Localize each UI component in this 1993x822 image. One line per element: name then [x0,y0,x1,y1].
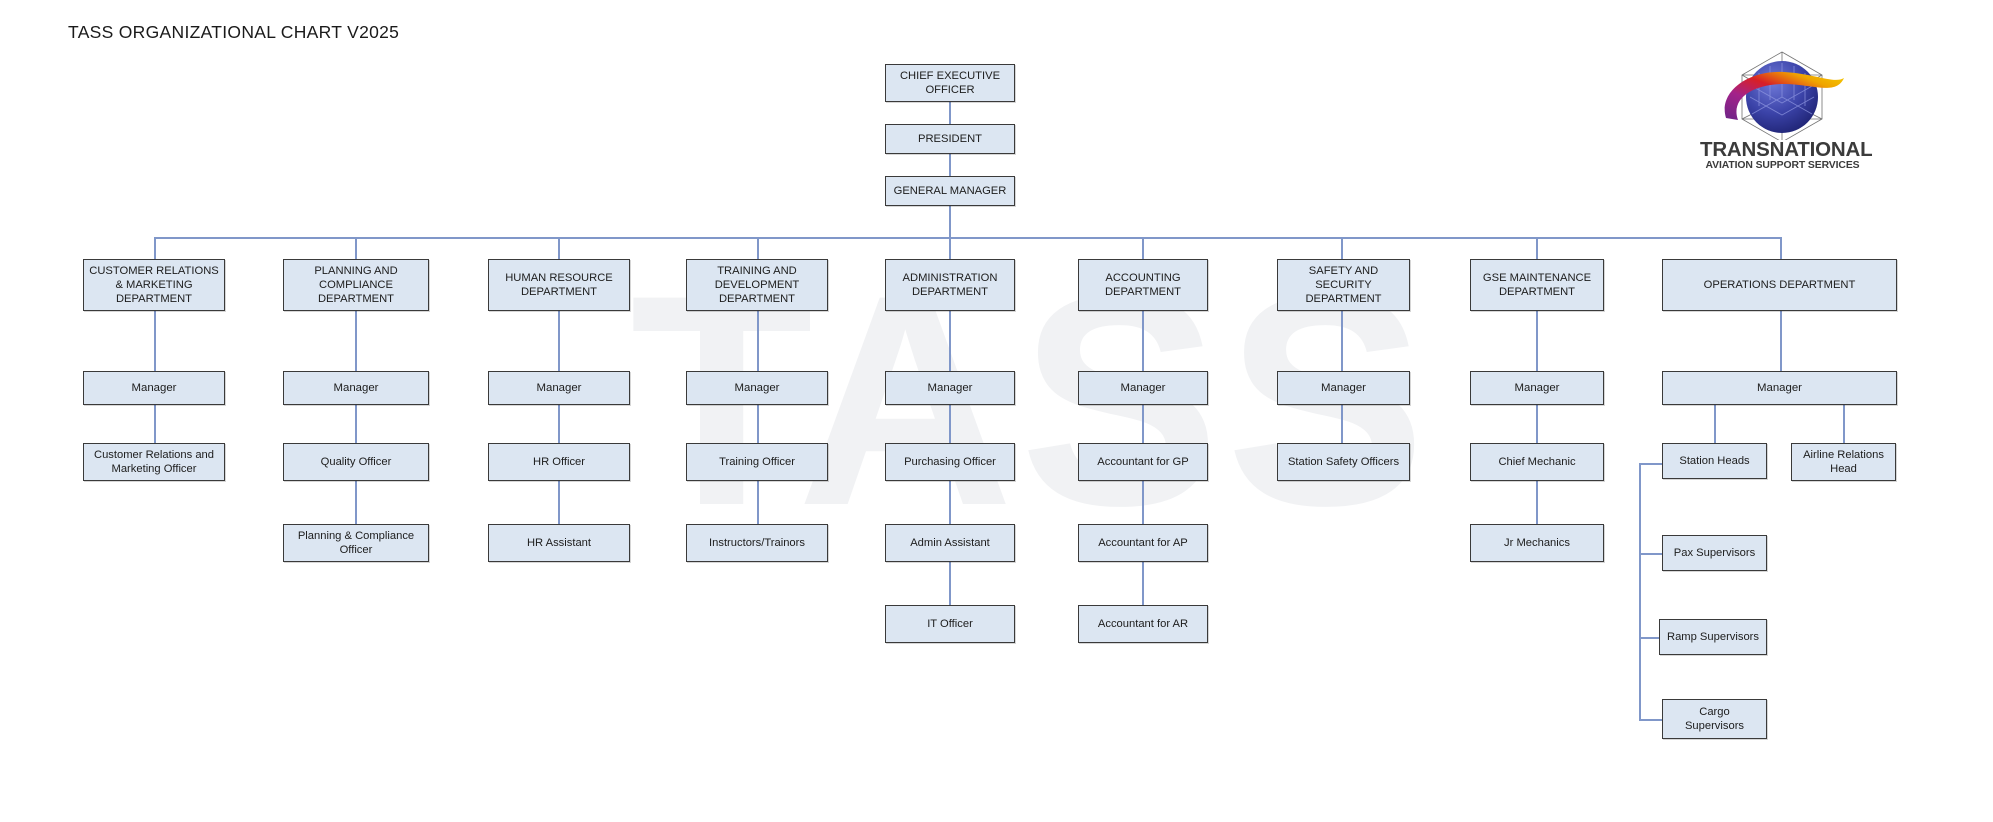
connector-d8-manager [1536,311,1538,371]
connector-d6-staff3 [1142,562,1144,605]
dept-operations[interactable]: OPERATIONS DEPARTMENT [1662,259,1897,311]
dept-customer-relations-marketing[interactable]: CUSTOMER RELATIONS & MARKETING DEPARTMEN… [83,259,225,311]
staff-purchasing-officer[interactable]: Purchasing Officer [885,443,1015,481]
connector-gm-bus [949,206,951,237]
manager-training-development[interactable]: Manager [686,371,828,405]
logo-company-name: TRANSNATIONAL [1700,138,1873,161]
connector-department-bus [154,237,1782,239]
logo-tagline: AVIATION SUPPORT SERVICES [1705,160,1860,171]
manager-gse-maintenance[interactable]: Manager [1470,371,1604,405]
connector-d2-staff2 [355,481,357,524]
connector-bus-drop-2 [355,237,357,259]
connector-d8-staff2 [1536,481,1538,524]
dept-accounting[interactable]: ACCOUNTING DEPARTMENT [1078,259,1208,311]
staff-jr-mechanics[interactable]: Jr Mechanics [1470,524,1604,562]
connector-bus-drop-9 [1780,237,1782,259]
page-title: TASS ORGANIZATIONAL CHART V2025 [68,22,400,42]
manager-accounting[interactable]: Manager [1078,371,1208,405]
logo-mark-icon [1724,51,1844,140]
staff-admin-assistant[interactable]: Admin Assistant [885,524,1015,562]
connector-bus-drop-3 [558,237,560,259]
connector-bus-drop-5 [949,237,951,259]
dept-planning-compliance[interactable]: PLANNING AND COMPLIANCE DEPARTMENT [283,259,429,311]
node-chief-executive-officer[interactable]: CHIEF EXECUTIVE OFFICER [885,64,1015,102]
dept-administration[interactable]: ADMINISTRATION DEPARTMENT [885,259,1015,311]
manager-human-resource[interactable]: Manager [488,371,630,405]
connector-bus-drop-6 [1142,237,1144,259]
connector-ceo-president [949,102,951,124]
connector-d3-staff1 [558,405,560,443]
connector-bus-drop-8 [1536,237,1538,259]
staff-ramp-supervisors[interactable]: Ramp Supervisors [1659,619,1767,655]
staff-planning-compliance-officer[interactable]: Planning & Compliance Officer [283,524,429,562]
staff-instructors-trainors[interactable]: Instructors/Trainors [686,524,828,562]
connector-d1-manager [154,311,156,371]
company-logo: TRANSNATIONAL AVIATION SUPPORT SERVICES [1700,48,1873,173]
connector-operations-elbow-pax [1639,553,1663,555]
connector-d4-staff2 [757,481,759,524]
connector-d1-staff1 [154,405,156,443]
connector-bus-drop-4 [757,237,759,259]
staff-chief-mechanic[interactable]: Chief Mechanic [1470,443,1604,481]
connector-d2-manager [355,311,357,371]
connector-d3-manager [558,311,560,371]
connector-d5-staff1 [949,405,951,443]
connector-d5-staff3 [949,562,951,605]
connector-d9-airline-relations [1843,405,1845,443]
staff-hr-assistant[interactable]: HR Assistant [488,524,630,562]
connector-d6-manager [1142,311,1144,371]
connector-president-gm [949,154,951,176]
connector-d8-staff1 [1536,405,1538,443]
staff-training-officer[interactable]: Training Officer [686,443,828,481]
manager-safety-security[interactable]: Manager [1277,371,1410,405]
staff-customer-relations-and-marketing-officer[interactable]: Customer Relations and Marketing Officer [83,443,225,481]
connector-d6-staff2 [1142,481,1144,524]
connector-operations-spine [1639,463,1641,719]
connector-bus-drop-7 [1341,237,1343,259]
connector-bus-drop-1 [154,237,156,259]
connector-d5-manager [949,311,951,371]
staff-airline-relations-head[interactable]: Airline Relations Head [1791,443,1896,481]
connector-d2-staff1 [355,405,357,443]
dept-gse-maintenance[interactable]: GSE MAINTENANCE DEPARTMENT [1470,259,1604,311]
staff-pax-supervisors[interactable]: Pax Supervisors [1662,535,1767,571]
connector-operations-elbow-cargo [1639,719,1663,721]
manager-operations[interactable]: Manager [1662,371,1897,405]
staff-accountant-for-ar[interactable]: Accountant for AR [1078,605,1208,643]
connector-d9-manager [1780,311,1782,371]
connector-d4-manager [757,311,759,371]
manager-planning-compliance[interactable]: Manager [283,371,429,405]
connector-d7-manager [1341,311,1343,371]
staff-hr-officer[interactable]: HR Officer [488,443,630,481]
connector-operations-elbow-station-heads [1639,463,1663,465]
staff-cargo-supervisors[interactable]: Cargo Supervisors [1662,699,1767,739]
connector-d6-staff1 [1142,405,1144,443]
staff-accountant-for-gp[interactable]: Accountant for GP [1078,443,1208,481]
dept-human-resource[interactable]: HUMAN RESOURCE DEPARTMENT [488,259,630,311]
connector-d3-staff2 [558,481,560,524]
manager-customer-relations-marketing[interactable]: Manager [83,371,225,405]
dept-safety-security[interactable]: SAFETY AND SECURITY DEPARTMENT [1277,259,1410,311]
staff-it-officer[interactable]: IT Officer [885,605,1015,643]
node-president[interactable]: PRESIDENT [885,124,1015,154]
staff-station-safety-officers[interactable]: Station Safety Officers [1277,443,1410,481]
staff-accountant-for-ap[interactable]: Accountant for AP [1078,524,1208,562]
connector-d9-station-heads [1714,405,1716,443]
connector-d5-staff2 [949,481,951,524]
manager-administration[interactable]: Manager [885,371,1015,405]
staff-quality-officer[interactable]: Quality Officer [283,443,429,481]
connector-d7-staff1 [1341,405,1343,443]
connector-d4-staff1 [757,405,759,443]
connector-operations-elbow-ramp [1639,637,1663,639]
dept-training-development[interactable]: TRAINING AND DEVELOPMENT DEPARTMENT [686,259,828,311]
node-general-manager[interactable]: GENERAL MANAGER [885,176,1015,206]
staff-station-heads[interactable]: Station Heads [1662,443,1767,479]
